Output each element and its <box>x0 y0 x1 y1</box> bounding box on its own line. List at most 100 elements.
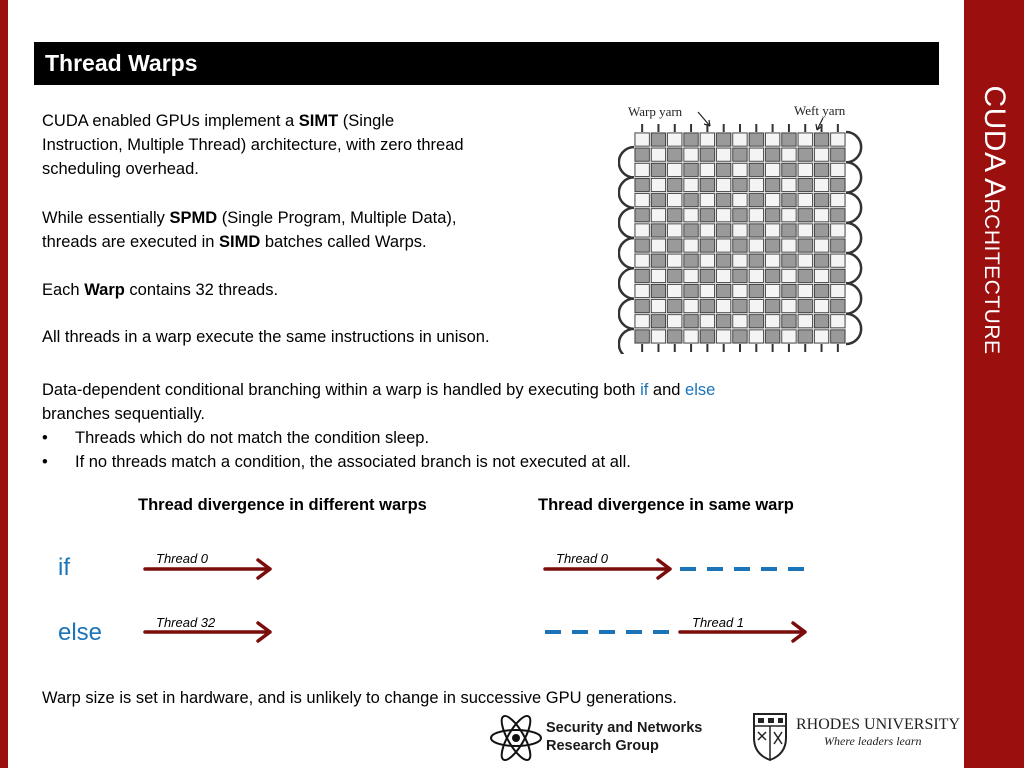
weft-loop-right <box>845 282 863 315</box>
weave-cell <box>699 268 715 283</box>
weave-cell <box>781 253 797 268</box>
paragraph-line: While essentially SPMD (Single Program, … <box>42 206 602 230</box>
weave-cell <box>765 299 781 314</box>
side-title-text: CUDA Architecture <box>978 85 1011 355</box>
side-title: CUDA Architecture <box>964 0 1024 768</box>
atom-icon <box>490 714 542 762</box>
weave-cell <box>765 283 781 298</box>
paragraph-line: Instruction, Multiple Thread) architectu… <box>42 136 464 154</box>
weave-cell <box>683 132 699 147</box>
weave-cell <box>797 238 813 253</box>
weave-cell <box>781 178 797 192</box>
paragraph-line: branches sequentially. <box>42 405 205 423</box>
weave-cell <box>667 178 683 192</box>
woven-fabric-drawing: Warp yarn Weft yarn <box>617 103 863 361</box>
weave-cell <box>732 193 748 208</box>
weave-cell <box>650 132 666 147</box>
weave-cell <box>765 238 781 253</box>
keyword-if: if <box>640 381 649 399</box>
weave-cell <box>781 329 797 344</box>
weave-cell <box>781 208 797 223</box>
weft-loop-left <box>617 176 635 209</box>
weave-cell <box>683 253 699 268</box>
weft-loop-right <box>845 191 863 225</box>
weave-cell <box>813 314 830 329</box>
weave-cell <box>716 223 732 238</box>
weft-yarn-label: Weft yarn <box>794 103 846 118</box>
weave-cell <box>634 329 650 344</box>
weave-cell <box>813 268 830 283</box>
weave-cell <box>699 223 715 238</box>
weave-cell <box>830 162 846 177</box>
weave-cell <box>716 299 732 314</box>
text-run: batches called Warps. <box>260 233 427 251</box>
weave-cell <box>683 223 699 238</box>
footer-note: Warp size is set in hardware, and is unl… <box>42 689 677 707</box>
text-run: (Single Program, Multiple Data), <box>217 209 457 227</box>
weave-cell <box>797 132 813 147</box>
thread-arrow-right-else <box>678 621 807 643</box>
weave-cell <box>732 147 748 162</box>
weave-cell <box>748 147 764 162</box>
weave-cell <box>830 329 846 344</box>
weave-cell <box>765 268 781 283</box>
weave-cell <box>650 329 666 344</box>
keyword-simd: SIMD <box>219 233 261 251</box>
rhodes-university-name: RHODES UNIVERSITY <box>796 716 960 733</box>
weave-cell <box>813 178 830 192</box>
weave-cell <box>716 178 732 192</box>
weave-grid <box>617 124 863 361</box>
weave-cell <box>650 314 666 329</box>
weave-cell <box>732 253 748 268</box>
weave-cell <box>683 268 699 283</box>
weave-cell <box>732 299 748 314</box>
paragraph-spmd: While essentially SPMD (Single Program, … <box>42 206 602 254</box>
weave-cell <box>797 223 813 238</box>
weave-cell <box>716 132 732 147</box>
weave-cell <box>732 132 748 147</box>
weave-cell <box>797 162 813 177</box>
diagram-heading-different-warps: Thread divergence in different warps <box>138 496 427 514</box>
left-accent-bar <box>0 0 8 768</box>
weave-cell <box>830 283 846 298</box>
text-run: (Single <box>338 112 395 130</box>
weave-cell <box>813 147 830 162</box>
weave-cell <box>699 329 715 344</box>
rhodes-tagline: Where leaders learn <box>824 734 922 748</box>
weave-cell <box>650 283 666 298</box>
weft-loop-right <box>845 221 863 255</box>
weave-cell <box>781 238 797 253</box>
weave-cell <box>830 253 846 268</box>
weave-cell <box>699 162 715 177</box>
weave-cell <box>634 162 650 177</box>
weave-cell <box>699 208 715 223</box>
row-label-else: else <box>58 619 103 646</box>
weave-cell <box>732 268 748 283</box>
weave-cell <box>650 147 666 162</box>
weave-cell <box>716 193 732 208</box>
weave-cell <box>634 147 650 162</box>
weave-cell <box>683 208 699 223</box>
text-run: threads are executed in <box>42 233 220 251</box>
weave-cell <box>699 238 715 253</box>
weave-cell <box>699 178 715 192</box>
weave-cell <box>748 314 764 329</box>
paragraph-line: Data-dependent conditional branching wit… <box>42 378 942 402</box>
weave-cell <box>765 193 781 208</box>
weave-cell <box>634 299 650 314</box>
snrg-line-1: Security and Networks <box>546 720 703 736</box>
weave-cell <box>830 147 846 162</box>
weave-cell <box>716 238 732 253</box>
weave-cell <box>748 208 764 223</box>
weave-cell <box>732 162 748 177</box>
weave-cell <box>813 193 830 208</box>
weave-cell <box>650 162 666 177</box>
weft-arrow-icon <box>816 117 824 131</box>
weave-cell <box>748 193 764 208</box>
weave-cell <box>813 162 830 177</box>
paragraph-line: threads are executed in SIMD batches cal… <box>42 230 602 254</box>
weave-cell <box>650 178 666 192</box>
weave-cell <box>797 268 813 283</box>
weave-cell <box>667 132 683 147</box>
weave-cell <box>748 283 764 298</box>
